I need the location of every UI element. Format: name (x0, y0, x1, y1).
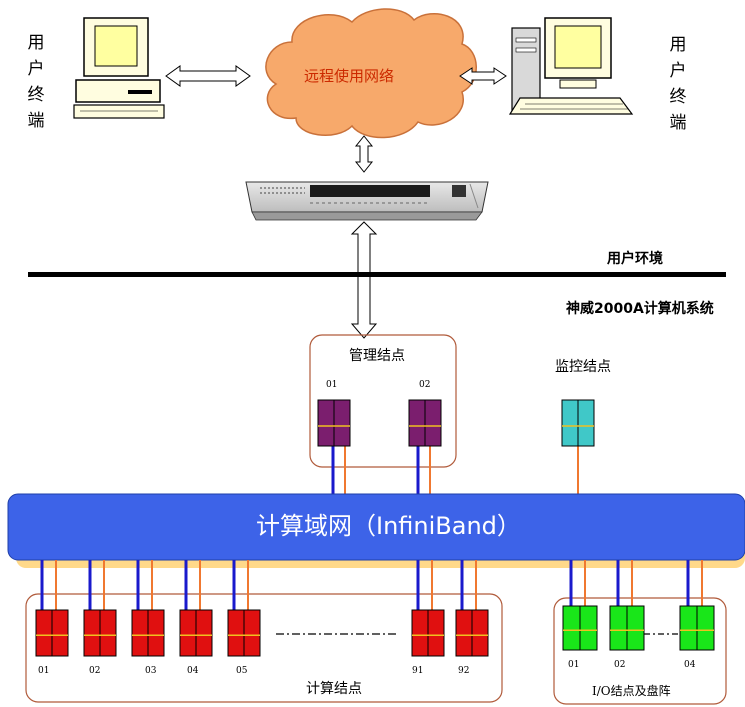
io-node (679, 605, 715, 651)
compute-node-number: 91 (412, 666, 424, 676)
management-node (408, 399, 442, 447)
io-node-number: 02 (614, 660, 626, 670)
monitor-node-label: 监控结点 (555, 359, 611, 375)
io-node (609, 605, 645, 651)
compute-node (179, 609, 213, 657)
io-node (562, 605, 598, 651)
compute-node-number: 03 (145, 666, 157, 676)
arrow-cloud-switch (354, 135, 374, 173)
pc-left-icon (73, 17, 165, 119)
compute-node-number: 01 (38, 666, 50, 676)
io-node-number: 04 (684, 660, 696, 670)
infiniband-bus (7, 493, 745, 568)
management-node (317, 399, 351, 447)
compute-node (227, 609, 261, 657)
compute-node (131, 609, 165, 657)
compute-node-number: 05 (236, 666, 248, 676)
management-node-number: 01 (326, 380, 338, 390)
compute-node (411, 609, 445, 657)
compute-node (35, 609, 69, 657)
io-node-label: I/O结点及盘阵 (592, 684, 671, 698)
management-node-label: 管理结点 (349, 348, 405, 364)
monitor-node (561, 399, 595, 447)
compute-node-group (25, 593, 503, 703)
io-node-group (553, 597, 727, 705)
infiniband-bus-label: 计算域网（InfiniBand） (256, 512, 521, 540)
arrow-switch-bus (350, 221, 378, 339)
compute-node-label: 计算结点 (306, 681, 362, 697)
user-terminal-left-label: 用户终端 (27, 33, 45, 131)
compute-node (83, 609, 117, 657)
network-switch-icon (245, 181, 489, 221)
arrow-cloud-right-pc (459, 67, 507, 85)
compute-node-number: 04 (187, 666, 199, 676)
management-node-number: 02 (419, 380, 431, 390)
user-environment-label: 用户环境 (607, 251, 663, 267)
remote-network-cloud (265, 8, 477, 139)
user-terminal-right-label: 用户终端 (669, 35, 687, 133)
compute-node-number: 02 (89, 666, 101, 676)
system-title-label: 神威2000A计算机系统 (566, 301, 714, 317)
io-node-number: 01 (568, 660, 580, 670)
environment-boundary-line (28, 272, 726, 277)
pc-right-icon (508, 17, 634, 115)
arrow-left-pc-cloud (165, 65, 251, 87)
cloud-label: 远程使用网络 (304, 67, 395, 85)
compute-node-number: 92 (458, 666, 470, 676)
management-node-group (309, 334, 457, 468)
compute-node (455, 609, 489, 657)
